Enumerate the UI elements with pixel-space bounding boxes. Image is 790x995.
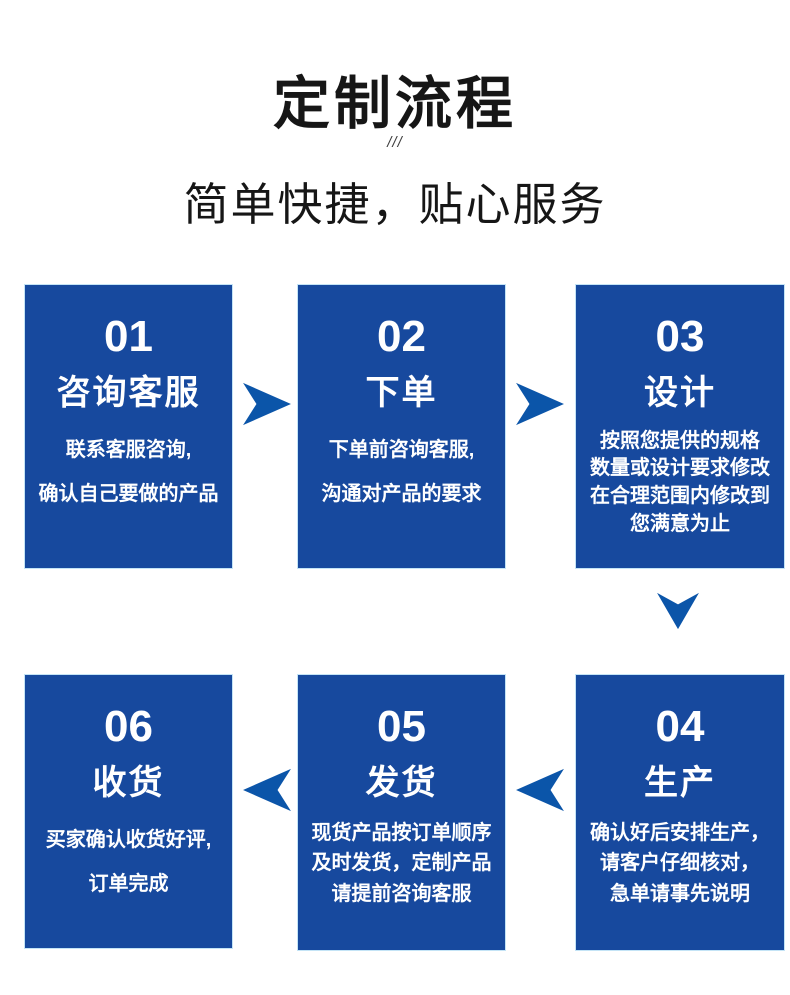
step-card-05: 05 发货 现货产品按订单顺序 及时发货，定制产品 请提前咨询客服	[298, 675, 505, 950]
step-title: 收货	[92, 764, 165, 802]
step-line: 确认自己要做的产品	[38, 482, 219, 505]
step-title: 发货	[365, 764, 438, 802]
step-line: 订单完成	[88, 872, 169, 895]
step-number: 06	[104, 702, 153, 751]
step-line: 沟通对产品的要求	[321, 482, 482, 505]
step-description: 联系客服咨询, 确认自己要做的产品	[39, 428, 219, 516]
step-card-02: 02 下单 下单前咨询客服, 沟通对产品的要求	[298, 285, 505, 568]
step-description: 按照您提供的规格 数量或设计要求修改 在合理范围内修改到 您满意为止	[590, 428, 770, 538]
step-title: 设计	[644, 374, 716, 412]
step-line: 及时发货，定制产品	[311, 852, 492, 875]
step-title: 下单	[365, 374, 438, 412]
step-line: 下单前咨询客服,	[328, 438, 475, 461]
step-card-01: 01 咨询客服 联系客服咨询, 确认自己要做的产品	[25, 285, 232, 568]
arrow-down-icon	[655, 591, 701, 631]
step-description: 确认好后安排生产， 请客户仔细核对， 急单请事先说明	[590, 818, 770, 909]
step-number: 05	[377, 702, 426, 751]
step-number: 03	[655, 312, 705, 361]
arrow-right-icon	[514, 381, 566, 427]
step-line: 现货产品按订单顺序	[311, 821, 492, 844]
step-line: 请客户仔细核对，	[600, 852, 760, 875]
step-line: 在合理范围内修改到	[590, 484, 770, 507]
step-card-06: 06 收货 买家确认收货好评, 订单完成	[25, 675, 232, 948]
step-description: 下单前咨询客服, 沟通对产品的要求	[322, 428, 482, 516]
step-title: 生产	[644, 764, 716, 802]
step-line: 按照您提供的规格	[600, 429, 760, 452]
page-title: 定制流程	[273, 72, 517, 136]
step-number: 01	[104, 312, 153, 361]
step-line: 您满意为止	[630, 512, 730, 535]
step-line: 联系客服咨询,	[65, 438, 192, 461]
arrow-right-icon	[241, 381, 293, 427]
step-number: 04	[655, 702, 705, 751]
slashes-divider: ///	[387, 134, 403, 151]
step-card-03: 03 设计 按照您提供的规格 数量或设计要求修改 在合理范围内修改到 您满意为止	[576, 285, 784, 568]
arrow-left-icon	[241, 767, 293, 813]
step-title: 咨询客服	[56, 374, 201, 412]
step-description: 现货产品按订单顺序 及时发货，定制产品 请提前咨询客服	[312, 818, 492, 909]
step-line: 确认好后安排生产，	[590, 821, 770, 844]
step-description: 买家确认收货好评, 订单完成	[46, 818, 212, 906]
step-line: 请提前咨询客服	[331, 882, 472, 905]
arrow-left-icon	[514, 767, 566, 813]
step-line: 数量或设计要求修改	[590, 457, 770, 480]
step-line: 买家确认收货好评,	[45, 828, 212, 851]
step-card-04: 04 生产 确认好后安排生产， 请客户仔细核对， 急单请事先说明	[576, 675, 784, 950]
step-number: 02	[377, 312, 426, 361]
step-line: 急单请事先说明	[610, 882, 750, 905]
page-subtitle: 简单快捷，贴心服务	[183, 179, 607, 230]
